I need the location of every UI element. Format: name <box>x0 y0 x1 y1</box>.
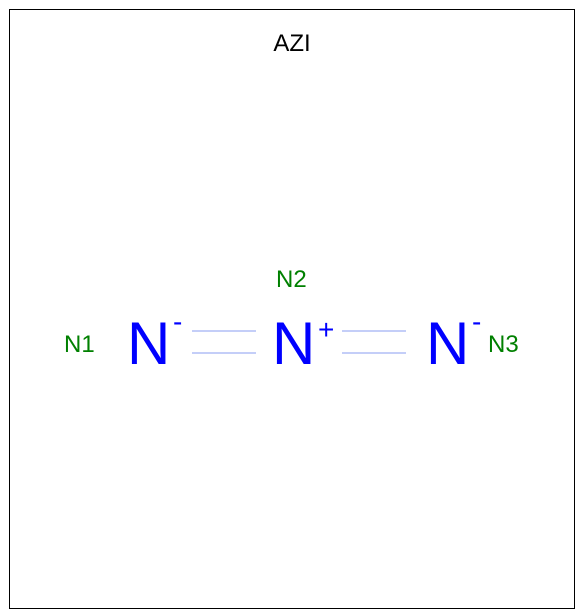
atom-label-n1: N1 <box>64 331 95 358</box>
charge-n2: + <box>318 314 335 345</box>
molecule-frame <box>9 9 575 609</box>
bond-layer <box>192 330 406 354</box>
atom-n2: N <box>272 310 316 377</box>
charge-n3: - <box>472 306 482 337</box>
atom-n3: N <box>426 310 470 377</box>
atom-label-n2: N2 <box>276 266 307 293</box>
charge-n1: - <box>173 306 183 337</box>
atom-n1: N <box>127 310 171 377</box>
atom-label-n3: N3 <box>488 331 519 358</box>
molecule-title: AZI <box>273 30 311 57</box>
